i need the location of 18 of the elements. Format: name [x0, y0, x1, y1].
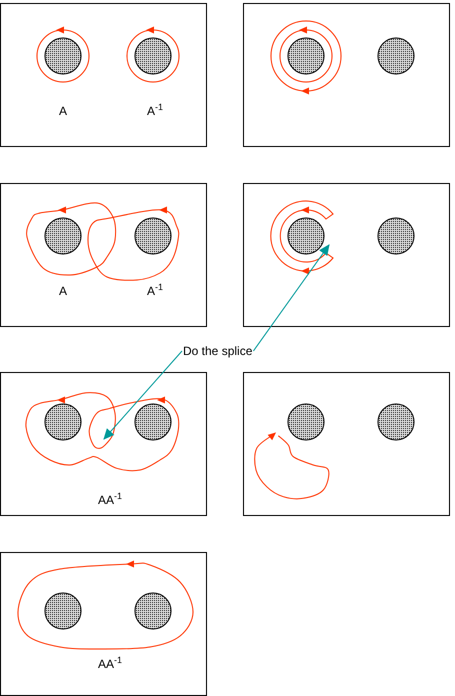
loop-label: A [59, 284, 68, 298]
callout-text: Do the splice [183, 344, 252, 358]
leader-arrow [103, 350, 182, 440]
loop-curve [270, 200, 334, 274]
panel-frame [243, 183, 450, 327]
panel-frame [243, 3, 450, 147]
panel-frame [0, 183, 207, 327]
panel-frame [243, 372, 450, 516]
loop-curve [25, 392, 180, 472]
panel-frame [0, 552, 207, 696]
panel-frame [0, 372, 207, 516]
panel-frame [0, 3, 207, 147]
loop-label: A [59, 104, 68, 118]
loop-label: AA$^{-1}$ [98, 493, 122, 507]
loop-label: AA$^{-1}$ [98, 657, 122, 671]
loop-label: A$^{-1}$ [147, 284, 164, 298]
leader-arrow [252, 244, 330, 352]
loop-label: A$^{-1}$ [147, 104, 164, 118]
